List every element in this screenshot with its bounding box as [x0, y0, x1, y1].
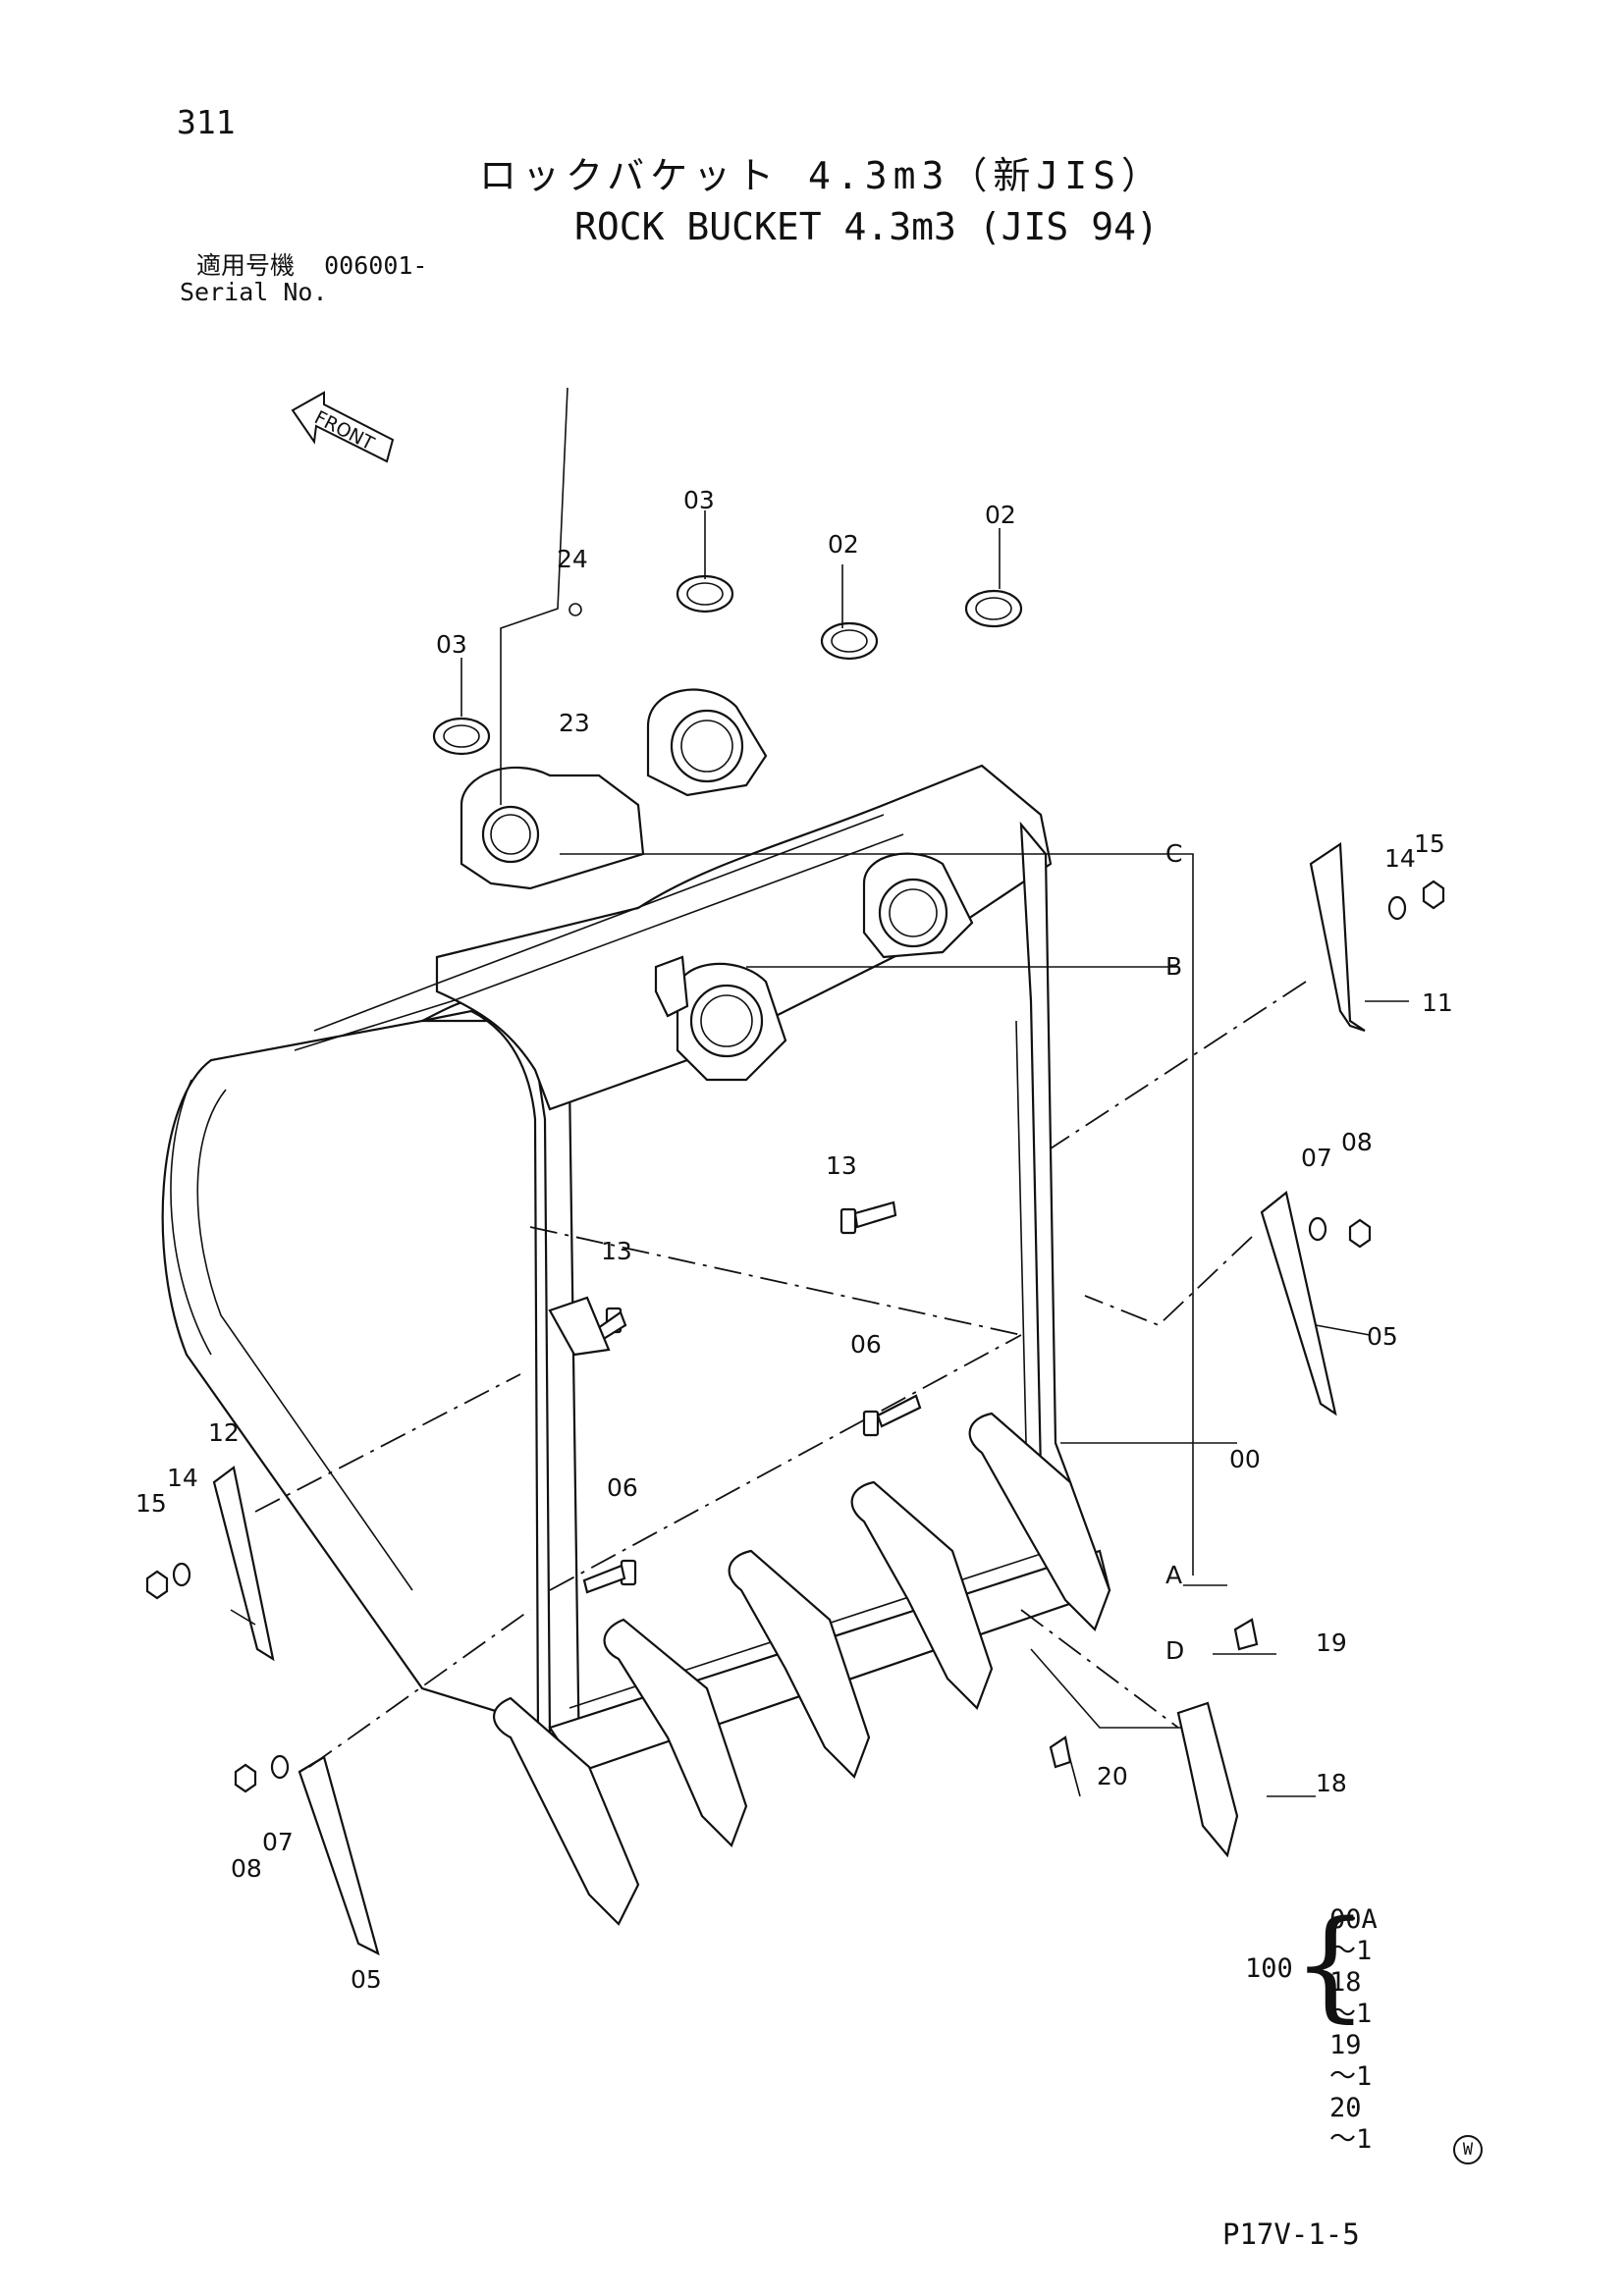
- label-24: 24: [557, 545, 588, 573]
- kit-item: 20 ～1: [1329, 2093, 1373, 2155]
- circled-w-mark: W: [1453, 2135, 1483, 2164]
- kit-item: 18 ～1: [1329, 1967, 1373, 2029]
- label-20: 20: [1097, 1762, 1128, 1790]
- title-english: ROCK BUCKET 4.3m3 (JIS 94): [574, 205, 1159, 248]
- boss-set: [460, 688, 974, 1082]
- kit-label: 100: [1245, 1953, 1293, 1984]
- label-02-right: 02: [985, 501, 1016, 529]
- serial-row-japanese: 適用号機 006001-: [196, 253, 427, 278]
- label-02-center: 02: [828, 530, 859, 559]
- label-15-left: 15: [135, 1489, 167, 1518]
- label-13-center: 13: [826, 1151, 857, 1180]
- kit-items: 00A～1 18 ～1 19 ～1 20 ～1: [1329, 1904, 1378, 2156]
- leader-lines: [230, 853, 1409, 1797]
- footer-code: P17V-1-5: [1222, 2217, 1360, 2251]
- serial-label-jp: 適用号機: [196, 251, 296, 280]
- callout-a: A: [1165, 1561, 1182, 1589]
- title-japanese: ロックバケット 4.3m3（新JIS）: [479, 154, 1165, 197]
- label-03-left: 03: [436, 630, 467, 659]
- label-05-right: 05: [1367, 1322, 1398, 1351]
- label-00: 00: [1229, 1445, 1261, 1473]
- label-19: 19: [1316, 1629, 1347, 1657]
- serial-label-english: Serial No.: [180, 278, 328, 306]
- kit-item: 19 ～1: [1329, 2030, 1373, 2092]
- callout-d: D: [1165, 1636, 1184, 1665]
- bucket-body: [161, 688, 1111, 1926]
- label-15-right: 15: [1414, 829, 1445, 858]
- label-03-top: 03: [683, 486, 715, 514]
- page-number: 311: [177, 103, 236, 141]
- tooth-set: [493, 1412, 1111, 1926]
- bushing-set: [432, 574, 1023, 756]
- label-06-left: 06: [607, 1473, 638, 1502]
- kit-item: 00A～1: [1329, 1904, 1378, 1966]
- front-arrow-icon: FRONT: [291, 391, 395, 463]
- label-13-left: 13: [601, 1237, 632, 1265]
- label-14-left: 14: [167, 1464, 198, 1492]
- label-23: 23: [559, 709, 590, 737]
- label-08-left: 08: [231, 1854, 262, 1883]
- label-12: 12: [208, 1418, 240, 1447]
- callout-b: B: [1165, 952, 1182, 981]
- callout-c: C: [1165, 839, 1182, 868]
- hardware-set: [145, 603, 1445, 1858]
- label-14-right: 14: [1384, 844, 1416, 873]
- label-11: 11: [1422, 988, 1453, 1017]
- serial-value: 006001-: [324, 251, 428, 280]
- label-06-center: 06: [850, 1330, 882, 1359]
- label-07-left: 07: [262, 1828, 294, 1856]
- side-cutter-set: [212, 842, 1366, 1956]
- label-05-left: 05: [351, 1965, 382, 1994]
- label-08-right: 08: [1341, 1128, 1373, 1156]
- part-labels: 03 03 02 02 24 23 14 15 11 07 08 05 13 1…: [135, 486, 1453, 1994]
- brace-icon: {: [1292, 1895, 1369, 2034]
- label-07-right: 07: [1301, 1144, 1332, 1172]
- label-18: 18: [1316, 1769, 1347, 1797]
